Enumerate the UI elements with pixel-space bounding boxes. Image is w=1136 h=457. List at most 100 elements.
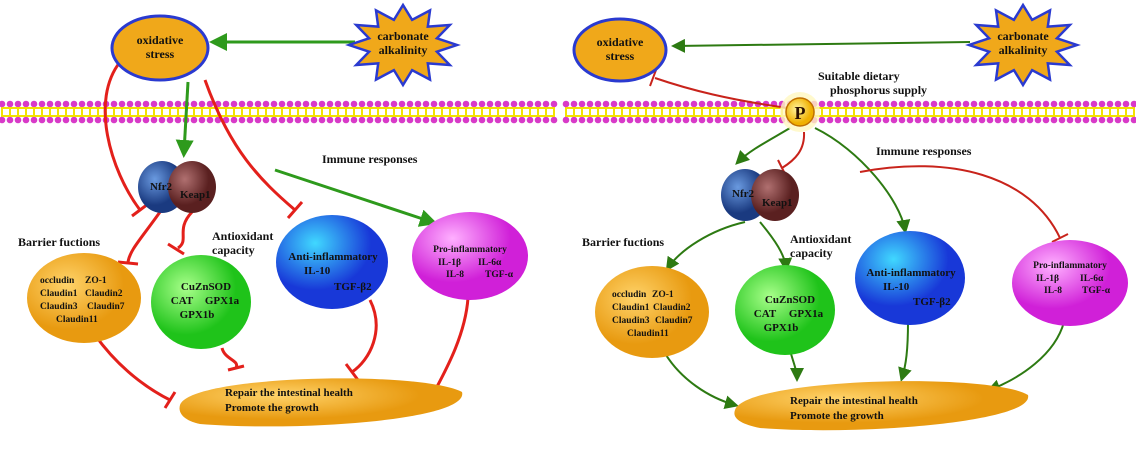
membrane-lipid-head <box>634 116 642 124</box>
membrane-lipid-head <box>946 116 954 124</box>
label: Antioxidant <box>790 232 851 246</box>
membrane-lipid-head <box>518 100 526 108</box>
membrane-lipid-head <box>882 116 890 124</box>
membrane-lipid-head <box>454 116 462 124</box>
membrane-lipid-head <box>414 100 422 108</box>
membrane-lipid-head <box>562 116 570 124</box>
membrane-lipid-head <box>1074 100 1082 108</box>
membrane-lipid-head <box>1090 100 1098 108</box>
membrane-lipid-head <box>318 100 326 108</box>
membrane-lipid-head <box>1114 100 1122 108</box>
membrane-lipid-head <box>602 100 610 108</box>
membrane-lipid-head <box>270 116 278 124</box>
label: phosphorus supply <box>830 83 927 97</box>
membrane-lipid-head <box>30 100 38 108</box>
label: TGF-β2 <box>334 281 372 293</box>
membrane-lipid-head <box>238 100 246 108</box>
membrane-lipid-head <box>422 100 430 108</box>
membrane-lipid-head <box>954 100 962 108</box>
membrane-lipid-head <box>842 100 850 108</box>
membrane-lipid-head <box>722 100 730 108</box>
label: alkalinity <box>999 43 1048 57</box>
membrane-lipid-head <box>562 100 570 108</box>
inhibit-bar <box>131 202 149 218</box>
membrane-lipid-head <box>534 100 542 108</box>
membrane-lipid-head <box>754 116 762 124</box>
membrane-lipid-head <box>518 116 526 124</box>
membrane-lipid-head <box>730 116 738 124</box>
membrane-lipid-head <box>374 100 382 108</box>
label: ZO-1 <box>652 290 674 300</box>
label: Anti-inflammatory <box>866 267 956 279</box>
label: Suitable dietary <box>818 69 900 83</box>
membrane-lipid-head <box>698 100 706 108</box>
arrow-barrier-outcome <box>662 349 739 410</box>
membrane-lipid-head <box>430 100 438 108</box>
label: Claudin11 <box>56 315 98 325</box>
membrane-lipid-head <box>302 116 310 124</box>
membrane-lipid-head <box>430 116 438 124</box>
membrane-lipid-head <box>134 100 142 108</box>
membrane-lipid-head <box>938 100 946 108</box>
membrane-lipid-head <box>866 100 874 108</box>
membrane-lipid-head <box>302 100 310 108</box>
membrane-lipid-head <box>986 100 994 108</box>
label: Barrier fuctions <box>582 235 664 249</box>
membrane-lipid-head <box>578 116 586 124</box>
membrane-lipid-head <box>618 116 626 124</box>
membrane-lipid-head <box>1010 100 1018 108</box>
membrane-lipid-head <box>126 100 134 108</box>
membrane-lipid-head <box>674 116 682 124</box>
arrow-p-nrf2 <box>735 127 791 165</box>
membrane-lipid-head <box>150 116 158 124</box>
membrane-lipid-head <box>914 100 922 108</box>
membrane-lipid-head <box>594 100 602 108</box>
membrane-lipid-head <box>818 116 826 124</box>
membrane-lipid-head <box>438 116 446 124</box>
membrane-lipid-head <box>850 116 858 124</box>
label: Keap1 <box>180 189 211 201</box>
label: carbonate <box>377 29 429 43</box>
membrane-lipid-head <box>682 116 690 124</box>
membrane-lipid-head <box>890 116 898 124</box>
inhibit-stress-barrier <box>103 61 142 211</box>
membrane-lipid-head <box>470 100 478 108</box>
label: IL-1β <box>1036 274 1059 284</box>
membrane-lipid-head <box>818 100 826 108</box>
membrane-lipid-head <box>690 100 698 108</box>
membrane-lipid-head <box>462 100 470 108</box>
membrane-lipid-head <box>0 116 6 124</box>
membrane-lipid-head <box>222 100 230 108</box>
membrane-lipid-head <box>578 100 586 108</box>
inhibit-anti-outcome <box>351 299 378 374</box>
membrane-lipid-head <box>246 100 254 108</box>
membrane-lipid-head <box>22 116 30 124</box>
membrane-lipid-head <box>850 100 858 108</box>
label: GPX1b <box>764 322 799 334</box>
membrane-lipid-head <box>166 100 174 108</box>
membrane-lipid-head <box>438 100 446 108</box>
label: Claudin3 <box>612 316 650 326</box>
membrane-lipid-head <box>390 100 398 108</box>
membrane-lipid-head <box>54 116 62 124</box>
label: Claudin1 <box>40 289 78 299</box>
arrow-nrf2-antiox <box>759 221 793 272</box>
membrane-lipid-head <box>166 116 174 124</box>
membrane-lipid-head <box>262 116 270 124</box>
membrane-lipid-head <box>254 116 262 124</box>
membrane-lipid-head <box>14 116 22 124</box>
membrane-lipid-head <box>526 116 534 124</box>
membrane-lipid-head <box>682 100 690 108</box>
membrane-lipid-head <box>690 116 698 124</box>
arrow-nrf2-barrier <box>665 221 746 272</box>
membrane-lipid-head <box>6 116 14 124</box>
membrane-lipid-head <box>206 100 214 108</box>
membrane-lipid-head <box>54 100 62 108</box>
label: CAT <box>171 295 194 307</box>
membrane-lipid-head <box>158 116 166 124</box>
membrane-lipid-head <box>190 100 198 108</box>
label: Pro-inflammatory <box>1033 261 1107 271</box>
membrane-lipid-head <box>970 100 978 108</box>
anti-inflammatory-node <box>276 215 388 309</box>
membrane-lipid-head <box>382 100 390 108</box>
